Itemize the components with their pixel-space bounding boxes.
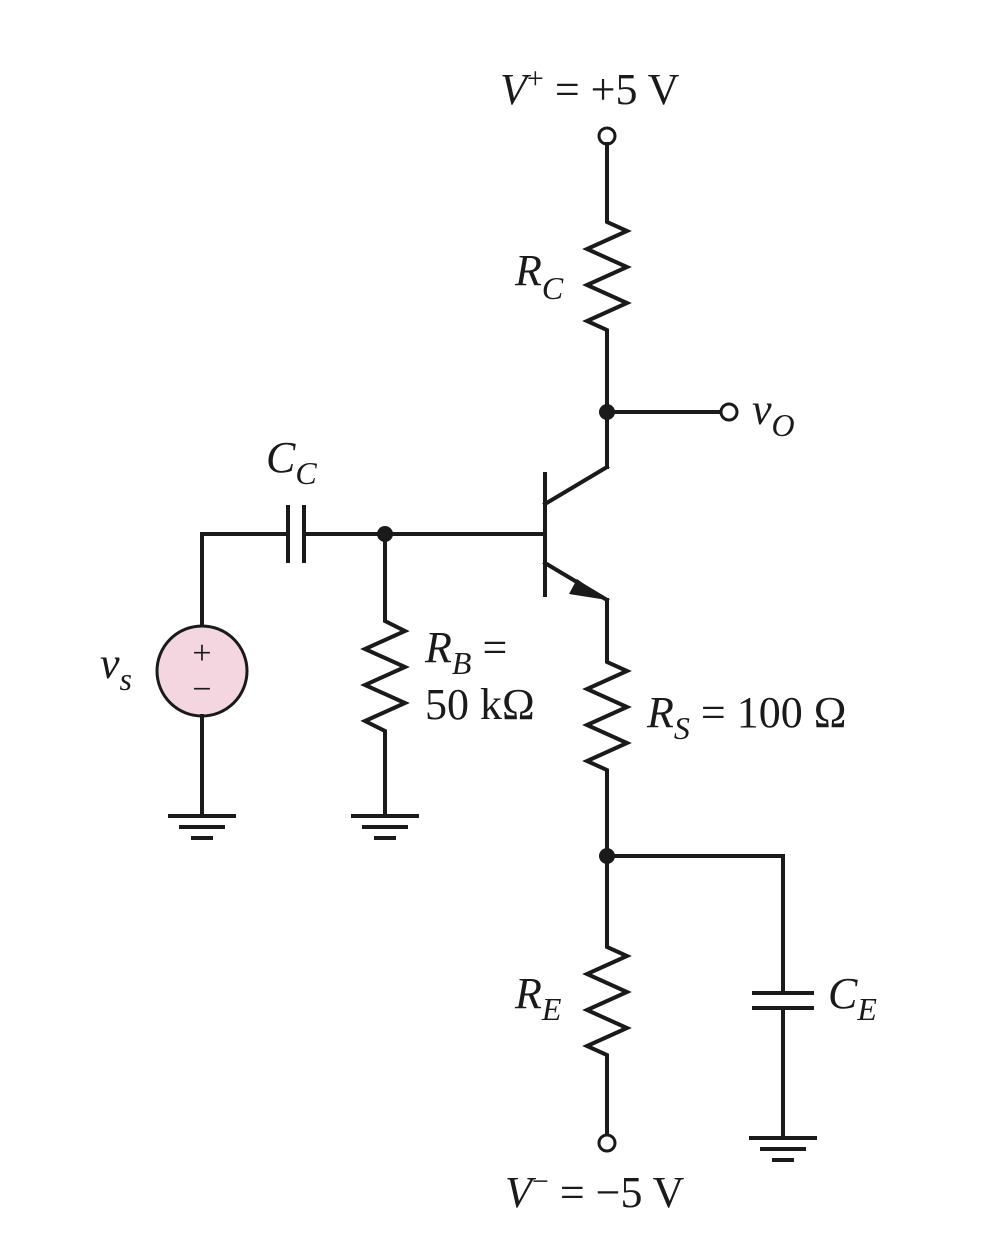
cc-label: CC	[266, 433, 317, 491]
vs-minus-sign: −	[192, 671, 211, 708]
re-label: RE	[514, 969, 562, 1027]
ce-label: CE	[828, 969, 877, 1027]
rc-resistor	[582, 213, 632, 339]
ground-icon-source	[168, 814, 236, 840]
rs-resistor	[582, 653, 632, 779]
vs-label: vs	[100, 639, 132, 697]
rb-resistor	[360, 612, 410, 740]
output-terminal	[719, 402, 739, 422]
rb-label: RB =	[424, 623, 507, 681]
vs-plus-sign: +	[192, 635, 211, 672]
re-resistor	[582, 938, 632, 1064]
rc-label: RC	[514, 246, 564, 306]
ground-icon-rb	[351, 814, 419, 840]
ground-icon-ce	[749, 1136, 817, 1162]
rb-value: 50 kΩ	[425, 680, 535, 729]
vminus-label: V− = −5 V	[505, 1165, 685, 1217]
vminus-terminal	[597, 1133, 617, 1153]
bjt-emitter-arrow	[569, 579, 607, 600]
wire-node-ce	[605, 854, 785, 995]
vplus-label: V+ = +5 V	[500, 62, 680, 114]
vo-label: vO	[752, 385, 795, 443]
bjt-collector-lead	[542, 464, 610, 507]
wire-source-cc	[200, 532, 290, 628]
rs-label: RS = 100 Ω	[646, 688, 846, 746]
vplus-terminal	[597, 126, 617, 146]
